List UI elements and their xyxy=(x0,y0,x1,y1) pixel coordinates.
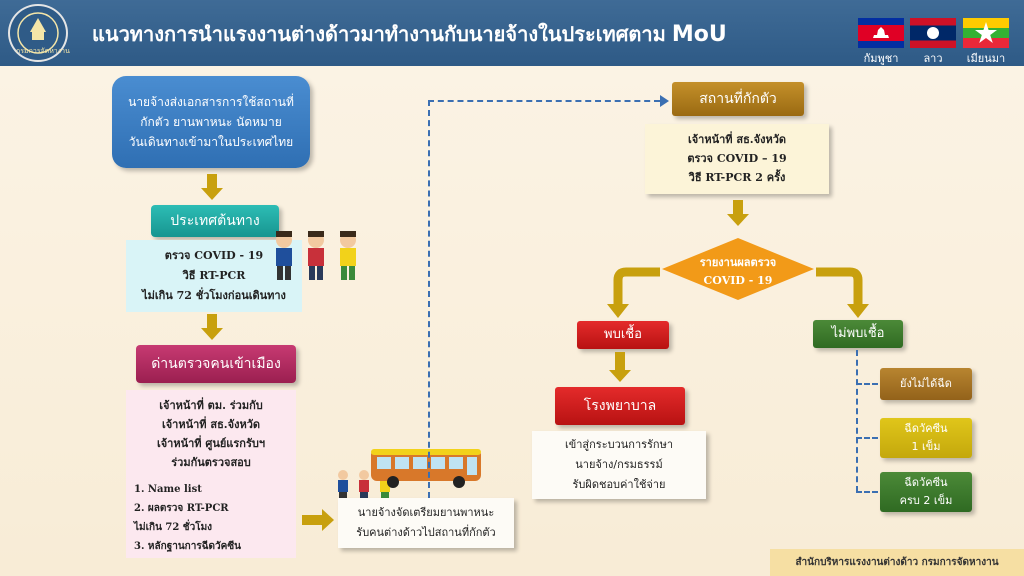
connector-line xyxy=(856,383,878,385)
employer-docs-line: วันเดินทางเข้ามาในประเทศไทย xyxy=(128,135,294,149)
quarantine-title-text: สถานที่กักตัว xyxy=(699,91,777,107)
vaccine-option-line: ฉีดวัคซีน xyxy=(904,476,948,489)
page-title-suffix: MoU xyxy=(671,22,727,47)
report-text: รายงานผลตรวจ COVID - 19 xyxy=(680,254,796,290)
connector-line xyxy=(856,437,878,439)
arrow-down-icon xyxy=(201,328,223,340)
employer-docs-line: กักตัว ยานพาหนะ นัดหมาย xyxy=(140,115,282,129)
vaccine-option-one-dose: ฉีดวัคซีน 1 เข็ม xyxy=(880,418,972,458)
connector-line xyxy=(428,100,430,498)
hospital-line: นายจ้าง/กรมธรรม์ xyxy=(575,458,663,471)
checkpoint-line: เจ้าหน้าที่ ศูนย์แรกรับฯ xyxy=(156,437,266,450)
vaccine-option-line: ฉีดวัคซีน xyxy=(904,422,948,435)
arrow-stem xyxy=(207,314,217,330)
quarantine-line: เจ้าหน้าที่ สธ.จังหวัด xyxy=(687,133,787,146)
cambodia-flag-icon xyxy=(858,18,904,48)
branch-arrow-left-icon xyxy=(602,262,662,320)
quarantine-line: ตรวจ COVID – 19 xyxy=(687,152,787,165)
origin-line: ตรวจ COVID - 19 xyxy=(164,249,264,262)
bus-illustration xyxy=(369,445,485,489)
arrow-down-icon xyxy=(201,188,223,200)
origin-details: ตรวจ COVID - 19 วิธี RT-PCR ไม่เกิน 72 ช… xyxy=(126,240,302,312)
branch-arrow-right-icon xyxy=(814,262,874,320)
vaccine-option-line: 1 เข็ม xyxy=(911,440,941,453)
header-bar: กรมการจัดหางาน แนวทางการนำแรงงานต่างด้าว… xyxy=(0,0,1024,66)
found-label-text: พบเชื้อ xyxy=(604,327,642,342)
arrow-stem xyxy=(733,200,743,216)
checkpoint-list-item: ไม่เกิน 72 ชั่วโมง xyxy=(134,522,213,533)
vaccine-option-none: ยังไม่ได้ฉีด xyxy=(880,368,972,400)
logo-text: กรมการจัดหางาน xyxy=(16,47,70,55)
flag-label-myanmar: เมียนมา xyxy=(966,52,1006,65)
hospital-label-text: โรงพยาบาล xyxy=(583,398,657,414)
laos-flag-icon xyxy=(910,18,956,48)
transport-box: นายจ้างจัดเตรียมยานพาหนะ รับคนต่างด้าวไป… xyxy=(338,498,514,548)
arrow-right-icon xyxy=(660,95,669,107)
report-line: รายงานผลตรวจ xyxy=(699,256,777,269)
checkpoint-list-item: 2. ผลตรวจ RT-PCR xyxy=(134,503,229,514)
not-found-label-text: ไม่พบเชื้อ xyxy=(831,326,885,341)
footer-bar: สำนักบริหารแรงงานต่างด้าว กรมการจัดหางาน xyxy=(770,549,1024,576)
origin-title: ประเทศต้นทาง xyxy=(151,205,279,237)
employer-docs-line: นายจ้างส่งเอกสารการใช้สถานที่ xyxy=(128,95,294,109)
arrow-stem xyxy=(207,174,217,190)
page-title: แนวทางการนำแรงงานต่างด้าวมาทำงานกับนายจ้… xyxy=(92,18,727,50)
hospital-details: เข้าสู่กระบวนการรักษา นายจ้าง/กรมธรรม์ ร… xyxy=(532,431,706,499)
checkpoint-list-item: 1. Name list xyxy=(134,484,202,495)
not-found-label: ไม่พบเชื้อ xyxy=(813,320,903,348)
checkpoint-line: เจ้าหน้าที่ สธ.จังหวัด xyxy=(161,418,261,431)
found-label: พบเชื้อ xyxy=(577,321,669,349)
transport-line: นายจ้างจัดเตรียมยานพาหนะ xyxy=(357,506,495,519)
hospital-label: โรงพยาบาล xyxy=(555,387,685,425)
quarantine-line: วิธี RT-PCR 2 ครั้ง xyxy=(688,171,786,184)
checkpoint-title: ด่านตรวจคนเข้าเมือง xyxy=(136,345,296,383)
quarantine-title: สถานที่กักตัว xyxy=(672,82,804,116)
arrow-stem xyxy=(302,515,324,525)
hospital-line: รับผิดชอบค่าใช้จ่าย xyxy=(572,478,666,491)
checkpoint-list-item: 3. หลักฐานการฉีดวัคซีน xyxy=(134,541,241,552)
vaccine-option-line: ครบ 2 เข็ม xyxy=(899,494,953,507)
origin-title-text: ประเทศต้นทาง xyxy=(170,213,260,229)
flag-label-laos: ลาว xyxy=(923,52,943,65)
connector-line xyxy=(856,350,858,492)
checkpoint-title-text: ด่านตรวจคนเข้าเมือง xyxy=(151,356,281,372)
checkpoint-line: ร่วมกันตรวจสอบ xyxy=(171,456,251,469)
checkpoint-details: เจ้าหน้าที่ ตม. ร่วมกับ เจ้าหน้าที่ สธ.จ… xyxy=(126,390,296,558)
origin-line: วิธี RT-PCR xyxy=(182,269,246,282)
report-line: COVID - 19 xyxy=(703,274,773,287)
footer-text: สำนักบริหารแรงงานต่างด้าว กรมการจัดหางาน xyxy=(795,557,999,568)
myanmar-flag-icon xyxy=(963,18,1009,48)
employer-docs-box: นายจ้างส่งเอกสารการใช้สถานที่ กักตัว ยาน… xyxy=(112,76,310,168)
quarantine-details: เจ้าหน้าที่ สธ.จังหวัด ตรวจ COVID – 19 ว… xyxy=(645,124,829,194)
arrow-stem xyxy=(615,352,625,372)
arrow-down-icon xyxy=(609,370,631,382)
arrow-right-icon xyxy=(322,509,334,531)
department-logo: กรมการจัดหางาน xyxy=(8,4,70,62)
vaccine-option-two-doses: ฉีดวัคซีน ครบ 2 เข็ม xyxy=(880,472,972,512)
flag-label-cambodia: กัมพูชา xyxy=(863,52,899,65)
hospital-line: เข้าสู่กระบวนการรักษา xyxy=(564,438,674,451)
report-diamond xyxy=(660,236,816,302)
origin-line: ไม่เกิน 72 ชั่วโมงก่อนเดินทาง xyxy=(142,289,286,302)
checkpoint-line: เจ้าหน้าที่ ตม. ร่วมกับ xyxy=(159,399,263,412)
page-title-text: แนวทางการนำแรงงานต่างด้าวมาทำงานกับนายจ้… xyxy=(92,22,666,46)
arrow-down-icon xyxy=(727,214,749,226)
connector-line xyxy=(856,491,878,493)
workers-illustration xyxy=(268,228,368,284)
transport-line: รับคนต่างด้าวไปสถานที่กักตัว xyxy=(356,526,496,539)
connector-line xyxy=(428,100,660,102)
vaccine-option-line: ยังไม่ได้ฉีด xyxy=(900,377,952,390)
